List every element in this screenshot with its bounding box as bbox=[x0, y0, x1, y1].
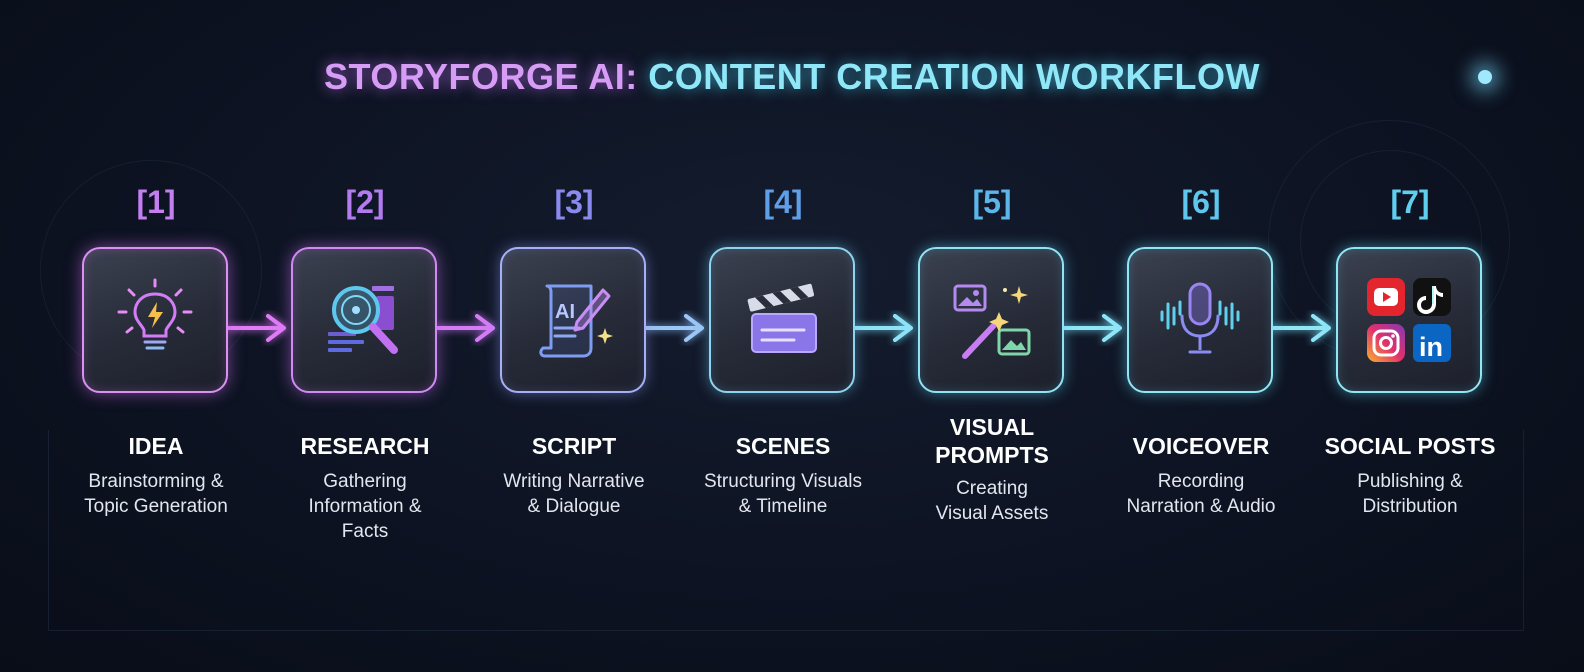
social-media-icons: in bbox=[1367, 278, 1451, 362]
youtube-icon bbox=[1367, 278, 1405, 316]
step-number: [1] bbox=[136, 184, 176, 220]
diagram-title: STORYFORGE AI: CONTENT CREATION WORKFLOW bbox=[0, 56, 1584, 98]
step-label: SOCIAL POSTS bbox=[1324, 433, 1496, 459]
step-card[interactable] bbox=[918, 247, 1064, 393]
step-label: IDEA bbox=[128, 433, 184, 459]
title-brand: STORYFORGE AI: bbox=[324, 56, 638, 97]
step-desc-line: Topic Generation bbox=[84, 496, 228, 517]
step-desc-line: Creating bbox=[956, 478, 1028, 499]
step-label-line: VISUAL bbox=[949, 414, 1035, 440]
step-desc-line: Publishing & bbox=[1357, 471, 1463, 492]
step-label: SCRIPT bbox=[531, 433, 617, 459]
step-number: [7] bbox=[1390, 184, 1430, 220]
lightbulb-icon bbox=[117, 278, 193, 350]
microphone-icon bbox=[1160, 282, 1240, 354]
step-desc-line: Facts bbox=[341, 521, 389, 542]
linkedin-text: in bbox=[1419, 332, 1443, 362]
glow-dot bbox=[1478, 70, 1492, 84]
step-desc-line: Brainstorming & bbox=[88, 471, 224, 492]
arrow-6-7 bbox=[1273, 314, 1331, 342]
step-desc-line: Writing Narrative bbox=[503, 471, 645, 492]
title-rest: CONTENT CREATION WORKFLOW bbox=[648, 56, 1260, 97]
step-desc-line: Recording bbox=[1157, 471, 1245, 492]
step-desc-line: & Dialogue bbox=[527, 496, 621, 517]
step-card[interactable] bbox=[709, 247, 855, 393]
step-desc-line: Visual Assets bbox=[935, 503, 1049, 524]
step-number: [5] bbox=[972, 184, 1012, 220]
step-number: [2] bbox=[345, 184, 385, 220]
step-label-line: PROMPTS bbox=[935, 442, 1049, 468]
background-frame bbox=[48, 430, 1524, 631]
arrow-1-2 bbox=[228, 314, 286, 342]
ai-script-text: AI bbox=[555, 301, 575, 323]
magnifier-icon bbox=[328, 286, 398, 354]
step-desc-line: & Timeline bbox=[738, 496, 828, 517]
step-number: [6] bbox=[1181, 184, 1221, 220]
arrow-2-3 bbox=[437, 314, 495, 342]
magic-wand-image-icon bbox=[953, 284, 1031, 359]
instagram-icon bbox=[1367, 324, 1405, 362]
step-number: [3] bbox=[554, 184, 594, 220]
arrow-4-5 bbox=[855, 314, 913, 342]
linkedin-icon: in bbox=[1413, 324, 1451, 362]
step-label: RESEARCH bbox=[300, 433, 430, 459]
step-card[interactable] bbox=[291, 247, 437, 393]
step-desc-line: Structuring Visuals bbox=[703, 471, 863, 492]
step-desc-line: Narration & Audio bbox=[1126, 496, 1276, 517]
step-number: [4] bbox=[763, 184, 803, 220]
ai-script-icon: AI bbox=[539, 284, 613, 358]
step-desc-line: Distribution bbox=[1362, 496, 1458, 517]
step-card[interactable]: AI bbox=[500, 247, 646, 393]
clapperboard-icon bbox=[747, 283, 817, 353]
step-desc-line: Information & bbox=[308, 496, 422, 517]
step-label: SCENES bbox=[735, 433, 831, 459]
step-label: VOICEOVER bbox=[1132, 433, 1270, 459]
arrow-3-4 bbox=[646, 314, 704, 342]
step-card[interactable]: in bbox=[1336, 247, 1482, 393]
step-card[interactable] bbox=[82, 247, 228, 393]
step-desc-line: Gathering bbox=[323, 471, 407, 492]
arrow-5-6 bbox=[1064, 314, 1122, 342]
tiktok-icon bbox=[1413, 278, 1451, 316]
step-card[interactable] bbox=[1127, 247, 1273, 393]
